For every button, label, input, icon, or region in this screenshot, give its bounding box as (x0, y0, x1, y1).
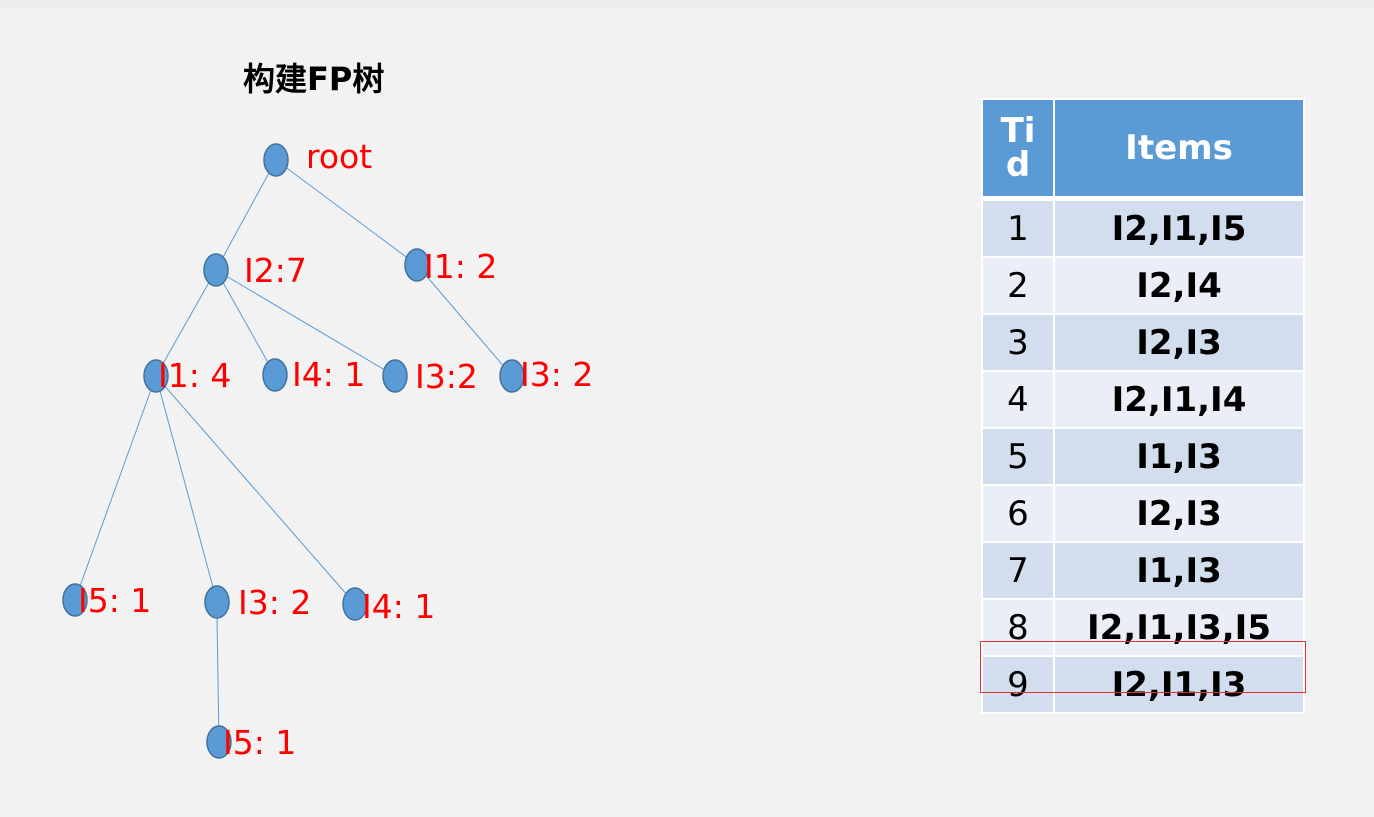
cell-items: I1,I3 (1053, 541, 1305, 600)
tree-node-circle (263, 143, 289, 177)
tree-edge (155, 375, 356, 605)
tree-node: I5: 1 (62, 581, 151, 620)
tree-node-label: I4: 1 (292, 355, 365, 394)
tree-node: I3: 2 (499, 355, 593, 394)
tree-node: I4: 1 (342, 587, 435, 626)
tree-node-circle (262, 358, 288, 392)
tree-node: I3:2 (382, 357, 478, 396)
cell-tid: 4 (981, 370, 1055, 429)
tree-node-circle (499, 359, 525, 393)
cell-tid: 9 (981, 655, 1055, 714)
tree-edge (416, 264, 513, 377)
cell-tid: 7 (981, 541, 1055, 600)
tree-node-circle (62, 583, 88, 617)
cell-tid: 8 (981, 598, 1055, 657)
tree-node-circle (404, 248, 430, 282)
tree-node-circle (204, 585, 230, 619)
tree-node-circle (203, 253, 229, 287)
cell-tid: 6 (981, 484, 1055, 543)
tree-node: I1: 4 (143, 356, 231, 395)
tree-node-circle (206, 725, 232, 759)
cell-items: I2,I3 (1053, 484, 1305, 543)
cell-items: I2,I1,I3,I5 (1053, 598, 1305, 657)
cell-items: I2,I1,I4 (1053, 370, 1305, 429)
top-strip (0, 0, 1374, 8)
cell-items: I2,I3 (1053, 313, 1305, 372)
tree-node: I3: 2 (204, 583, 311, 622)
tree-node-label: I1: 4 (158, 356, 231, 395)
tree-node-label: I3: 2 (238, 583, 311, 622)
tree-node-circle (143, 359, 169, 393)
tree-node-label: I3:2 (415, 357, 478, 396)
tree-edges (74, 159, 513, 743)
cell-items: I2,I1,I5 (1053, 197, 1305, 258)
tree-node-label: I3: 2 (520, 355, 593, 394)
tree-node-label: I4: 1 (362, 587, 435, 626)
cell-tid: 3 (981, 313, 1055, 372)
tree-edge (74, 375, 157, 601)
tree-edge (216, 617, 220, 743)
tree-node: root (263, 137, 372, 177)
tree-edge (155, 375, 218, 603)
tree-node: I1: 2 (404, 247, 497, 286)
cell-items: I1,I3 (1053, 427, 1305, 486)
tree-node: I2:7 (203, 251, 307, 290)
cell-tid: 2 (981, 256, 1055, 315)
cell-items: I2,I4 (1053, 256, 1305, 315)
tree-edge (215, 269, 396, 377)
tree-node: I4: 1 (262, 355, 365, 394)
tree-node-label: I5: 1 (223, 723, 296, 762)
tree-node-label: I1: 2 (424, 247, 497, 286)
tree-node-circle (382, 359, 408, 393)
tree-edge (215, 159, 277, 271)
tree-edge (275, 159, 418, 266)
tree-node-circle (342, 587, 368, 621)
tree-node-label: root (306, 137, 372, 176)
slide-title: 构建FP树 (243, 60, 385, 98)
cell-tid: 5 (981, 427, 1055, 486)
cell-tid: 1 (981, 197, 1055, 258)
header-items: Items (1053, 98, 1305, 201)
tree-node: I5: 1 (206, 723, 296, 762)
tree-edge (215, 269, 276, 376)
tree-node-label: I2:7 (244, 251, 307, 290)
tree-node-label: I5: 1 (78, 581, 151, 620)
cell-items: I2,I1,I3 (1053, 655, 1305, 714)
tree-edge (155, 269, 217, 377)
